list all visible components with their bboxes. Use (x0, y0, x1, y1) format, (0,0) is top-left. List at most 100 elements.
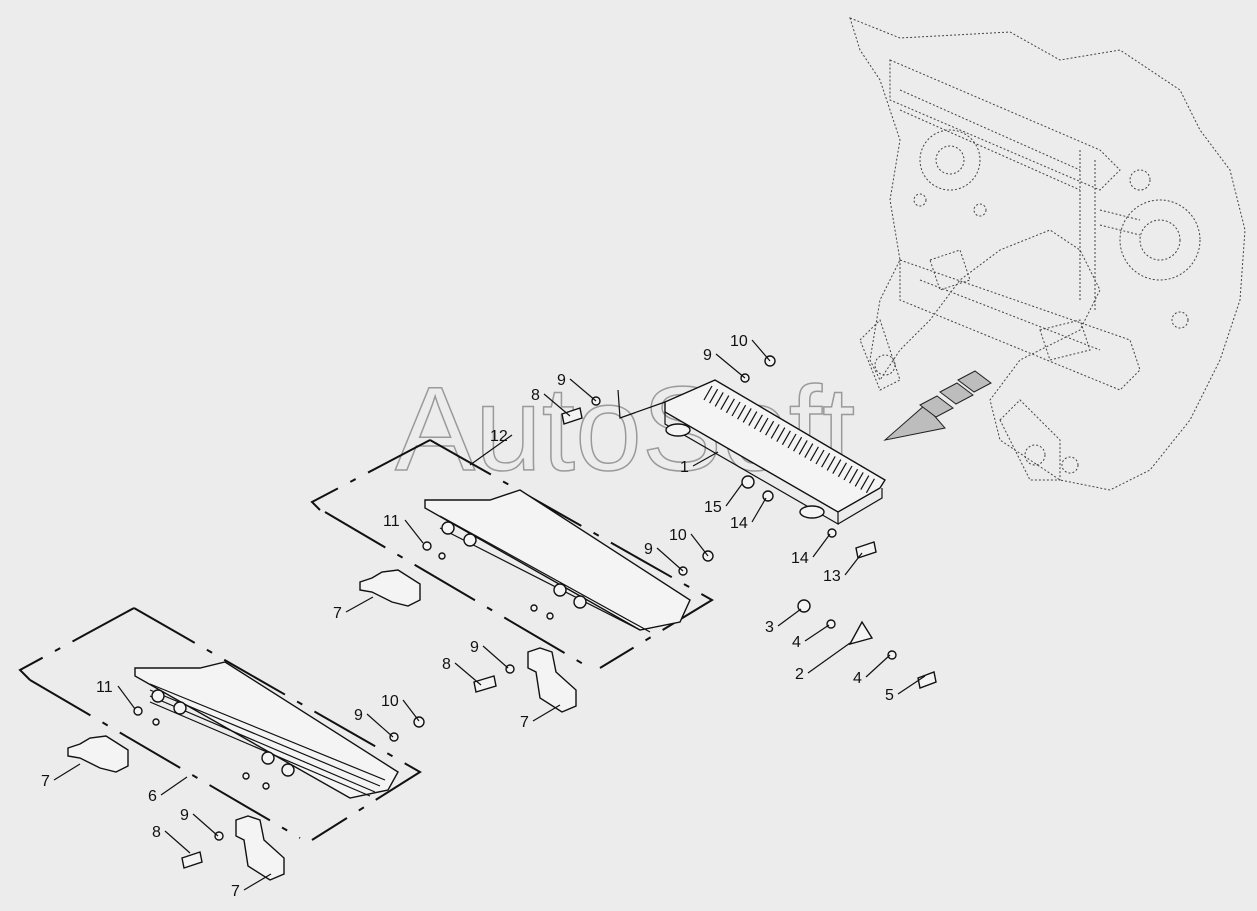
callout: 10 (669, 527, 709, 557)
cover-slot (759, 417, 769, 433)
cover-slot (731, 401, 741, 417)
leader-line (454, 662, 482, 686)
middle-scraper-blade (424, 489, 691, 633)
leader-line (690, 533, 709, 557)
callout: 12 (469, 428, 513, 466)
lower-scraper-blade (134, 661, 399, 799)
cover-slot (854, 472, 864, 487)
callout: 9 (644, 541, 684, 572)
lower-assembly-outline (18, 607, 422, 841)
callout: 8 (531, 387, 571, 417)
callout-number: 4 (792, 634, 801, 651)
leader-line (532, 704, 561, 722)
callout: 9 (470, 639, 509, 669)
callout: 5 (885, 675, 926, 704)
callout: 7 (231, 873, 272, 900)
callout-number: 11 (96, 679, 113, 696)
leader-line (844, 552, 863, 576)
callout-number: 9 (470, 639, 479, 656)
cover-slot (770, 424, 780, 439)
cover-slot (793, 436, 803, 452)
leader-line (777, 608, 802, 627)
callout-number: 6 (148, 788, 157, 805)
cover-slot (742, 408, 752, 423)
callout: 7 (41, 763, 81, 790)
leader-line (402, 699, 420, 722)
perforated-cover-plate (664, 379, 886, 526)
bracket-parts (67, 569, 577, 881)
cover-slot (714, 392, 724, 407)
cover-slot (753, 414, 763, 430)
callout: 9 (557, 372, 597, 402)
leader-line (117, 685, 136, 710)
leader-line (164, 830, 191, 854)
callout: 9 (703, 347, 746, 379)
cover-slot (860, 475, 870, 490)
callout: 14 (730, 497, 767, 532)
cover-slot (709, 388, 719, 404)
callout-number: 1 (680, 459, 689, 476)
leader-line (715, 353, 746, 379)
cover-slot (843, 465, 853, 481)
callout: 6 (148, 776, 188, 805)
leader-line (807, 642, 851, 674)
leader-line (243, 873, 272, 891)
cover-slot (815, 449, 825, 465)
cover-slot (865, 478, 875, 494)
cover-slot (725, 398, 735, 414)
cover-slot (837, 462, 847, 478)
callout: 9 (180, 807, 219, 837)
callout-number: 10 (730, 333, 748, 350)
callout: 10 (730, 333, 771, 362)
cover-slot (748, 411, 758, 426)
leader-line (804, 624, 830, 642)
callout-number: 9 (703, 347, 712, 364)
callout-number: 7 (41, 773, 50, 790)
callout-number: 7 (520, 714, 529, 731)
callout-number: 9 (644, 541, 653, 558)
callout-number: 8 (152, 824, 161, 841)
callout-number: 15 (704, 499, 722, 516)
callout: 8 (152, 824, 191, 854)
direction-arrow-icon (883, 370, 992, 441)
leader-line (404, 519, 424, 544)
callout: 15 (704, 483, 743, 516)
leader-line (160, 776, 188, 796)
callout-number: 9 (354, 707, 363, 724)
callout-number: 10 (381, 693, 399, 710)
cover-slot (737, 404, 747, 420)
cover-slot (781, 430, 791, 446)
callout: 7 (520, 704, 561, 731)
cover-slot (832, 459, 842, 474)
callout-number: 8 (531, 387, 540, 404)
callout: 3 (765, 608, 802, 636)
leader-line (812, 533, 831, 558)
callout-number: 7 (231, 883, 240, 900)
cover-slot (809, 446, 819, 462)
leader-line (656, 547, 684, 572)
callout-number: 9 (557, 372, 566, 389)
callout: 9 (354, 707, 394, 738)
cover-slot (849, 468, 859, 484)
callout: 11 (383, 513, 424, 544)
cover-slot (720, 395, 730, 410)
cover-slot (776, 427, 786, 442)
cover-slot (765, 420, 775, 436)
leader-line (897, 675, 926, 695)
callout-number: 14 (730, 515, 748, 532)
leader-line (865, 654, 891, 678)
callout: 8 (442, 656, 482, 686)
callout: 13 (823, 552, 863, 585)
leader-line (469, 434, 513, 466)
leader-line (192, 813, 219, 837)
callout: 10 (381, 693, 420, 722)
cover-slot (703, 385, 713, 401)
callout-number: 13 (823, 568, 841, 585)
cover-slot (798, 440, 808, 455)
leader-line (345, 596, 374, 613)
leader-line (692, 451, 719, 467)
callout-number: 9 (180, 807, 189, 824)
